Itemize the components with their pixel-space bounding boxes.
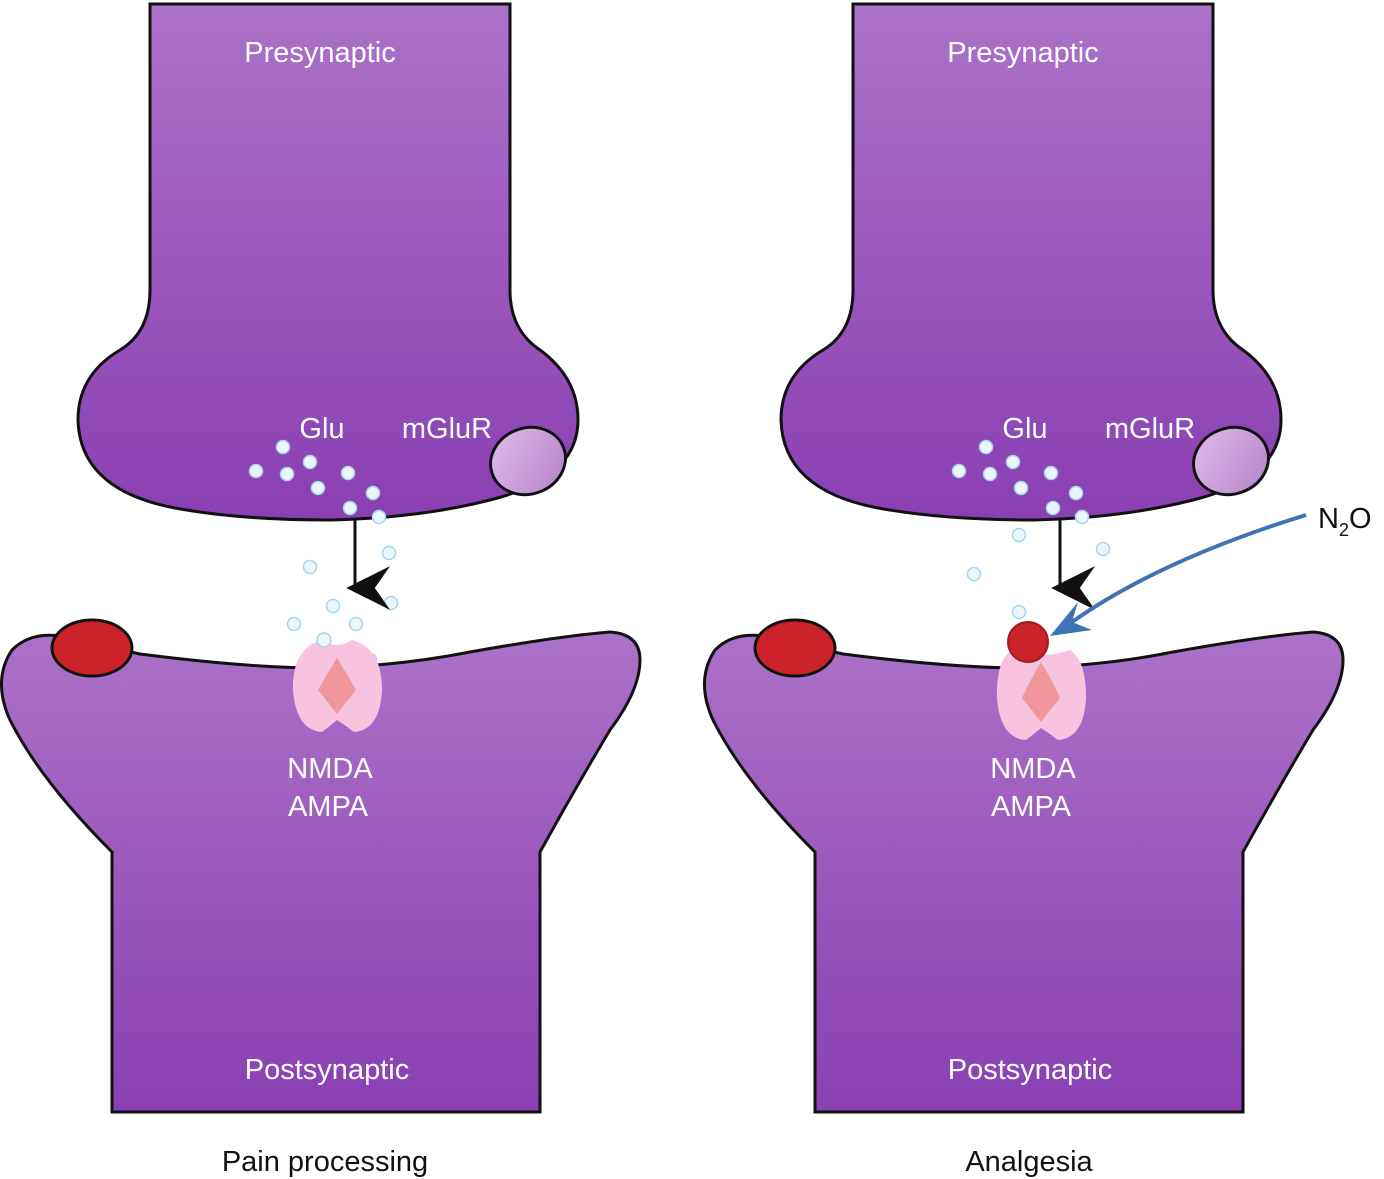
vesicle	[1068, 485, 1084, 501]
panel-caption: Pain processing	[222, 1146, 428, 1178]
ampa-label: AMPA	[288, 791, 369, 823]
postsynaptic-label: Postsynaptic	[948, 1054, 1112, 1086]
presynaptic-label: Presynaptic	[244, 37, 396, 69]
panel-pain-processing: Presynaptic Glu mGluR	[0, 2, 642, 1178]
vesicle	[286, 616, 302, 632]
vesicle	[365, 485, 381, 501]
ampa-label: AMPA	[991, 791, 1072, 823]
mglur-label: mGluR	[402, 413, 492, 445]
presynaptic-terminal	[779, 2, 1283, 522]
vesicle	[340, 465, 356, 481]
vesicle	[1045, 500, 1061, 516]
receptor-channel-pore	[318, 658, 356, 714]
vesicle	[381, 545, 397, 561]
nmda-label: NMDA	[287, 753, 373, 785]
vesicle	[316, 632, 332, 648]
n2o-label: N2O	[1318, 503, 1372, 540]
n2o-arrowhead	[1050, 602, 1092, 636]
vesicle	[978, 439, 994, 455]
nmda-ampa-receptor	[996, 650, 1086, 740]
vesicle	[1013, 480, 1029, 496]
vesicle	[383, 595, 399, 611]
panel-caption: Analgesia	[965, 1146, 1093, 1178]
glutamate-vesicles	[248, 439, 399, 668]
n2o-arrow	[1070, 513, 1307, 624]
vesicle	[275, 439, 291, 455]
nmda-label: NMDA	[990, 753, 1076, 785]
red-receptor	[50, 618, 134, 678]
vesicle	[342, 500, 358, 516]
vesicle	[1074, 509, 1090, 525]
vesicle	[371, 509, 387, 525]
vesicle	[1043, 465, 1059, 481]
mglur-receptor	[1192, 425, 1270, 497]
vesicle	[1005, 454, 1021, 470]
mglur-label: mGluR	[1105, 413, 1195, 445]
n2o-bound-molecule	[1007, 621, 1049, 663]
receptor-channel-pore	[1022, 662, 1060, 722]
panel-analgesia: Presynaptic Glu mGluR	[703, 2, 1372, 1178]
vesicle	[310, 480, 326, 496]
glutamate-vesicles	[951, 439, 1111, 620]
nmda-ampa-receptor	[292, 632, 382, 732]
vesicle	[1095, 541, 1111, 557]
mglur-receptor	[489, 425, 567, 497]
vesicle	[248, 463, 264, 479]
glu-label: Glu	[299, 413, 344, 445]
vesicle	[966, 566, 982, 582]
red-receptor	[753, 618, 837, 678]
vesicle	[951, 463, 967, 479]
vesicle	[325, 598, 341, 614]
vesicle	[302, 454, 318, 470]
vesicle	[982, 466, 998, 482]
vesicle	[302, 559, 318, 575]
presynaptic-terminal	[76, 2, 580, 522]
vesicle	[1011, 527, 1027, 543]
vesicle	[348, 616, 364, 632]
postsynaptic-label: Postsynaptic	[245, 1054, 409, 1086]
presynaptic-label: Presynaptic	[947, 37, 1099, 69]
glu-label: Glu	[1002, 413, 1047, 445]
vesicle	[1011, 604, 1027, 620]
vesicle	[279, 466, 295, 482]
